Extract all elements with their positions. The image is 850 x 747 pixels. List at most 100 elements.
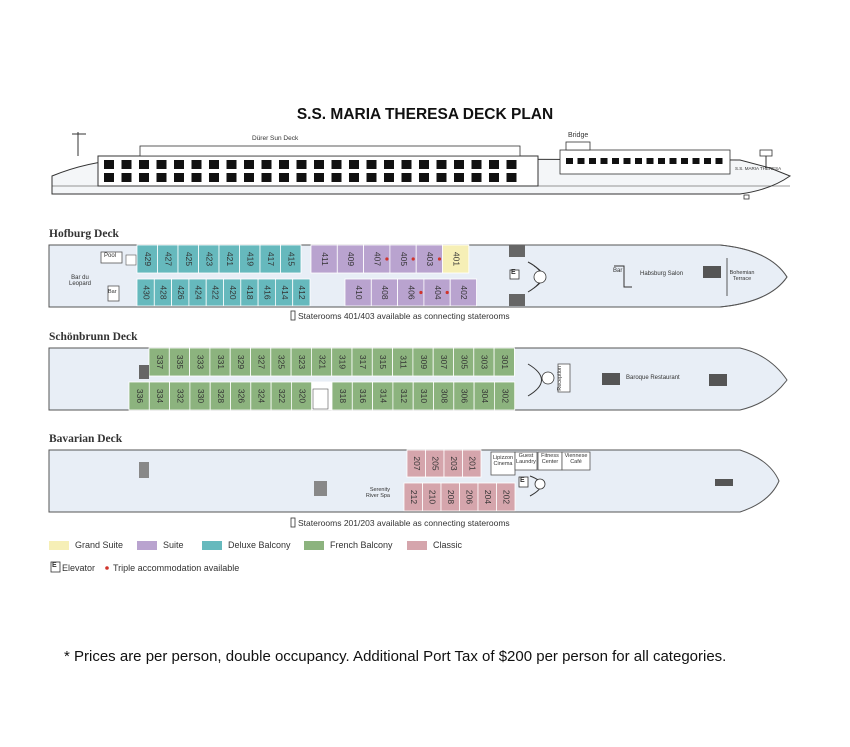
stateroom-401: 401: [442, 244, 470, 274]
ship-window: [623, 158, 631, 164]
ship-window: [296, 160, 307, 169]
stateroom-number: 207: [412, 456, 422, 470]
legend-grand-suite: Grand Suite: [75, 540, 124, 550]
ship-window: [209, 160, 219, 169]
stateroom-414: 414: [274, 278, 294, 307]
stateroom-422: 422: [205, 278, 224, 307]
ship-window: [174, 173, 184, 182]
ship-window: [156, 173, 167, 182]
stateroom-212: 212: [403, 482, 423, 512]
stateroom-number: 320: [297, 389, 307, 403]
stateroom-number: 421: [225, 252, 235, 266]
stateroom-314: 314: [372, 381, 394, 411]
stateroom-420: 420: [223, 278, 242, 307]
ship-window: [436, 160, 447, 169]
stateroom-202: 202: [496, 482, 516, 512]
stateroom-number: 205: [431, 456, 441, 470]
connecting-icon: [290, 517, 296, 528]
stateroom-210: 210: [422, 482, 442, 512]
bridge-label: Bridge: [568, 132, 589, 139]
stateroom-424: 424: [188, 278, 207, 307]
ship-window: [279, 173, 289, 182]
ship-window: [454, 173, 464, 182]
ship-window: [209, 173, 219, 182]
ship-window: [401, 173, 412, 182]
bar-box: [107, 285, 120, 302]
stateroom-418: 418: [240, 278, 259, 307]
ship-window: [506, 173, 517, 182]
ship-window: [489, 160, 499, 169]
stateroom-329: 329: [229, 347, 251, 377]
stateroom-number: 418: [245, 285, 255, 299]
triple-dot: [419, 290, 423, 295]
stateroom-417: 417: [259, 244, 281, 274]
ship-window: [489, 173, 499, 182]
stateroom-411: 411: [310, 244, 338, 274]
stateroom-416: 416: [257, 278, 276, 307]
ship-window: [296, 173, 307, 182]
stateroom-326: 326: [230, 381, 252, 411]
stair-icon: [125, 254, 137, 266]
stateroom-number: 405: [399, 252, 409, 266]
stateroom-409: 409: [336, 244, 364, 274]
stateroom-406: 406: [397, 278, 425, 307]
ship-window: [692, 158, 700, 164]
stateroom-303: 303: [473, 347, 495, 377]
stateroom-310: 310: [412, 381, 434, 411]
stateroom-number: 337: [155, 355, 165, 369]
ship-window: [566, 158, 573, 164]
stateroom-number: 303: [480, 355, 490, 369]
ship-window: [331, 160, 342, 169]
ship-window: [156, 160, 167, 169]
stateroom-number: 410: [354, 285, 364, 299]
stateroom-number: 212: [409, 490, 419, 504]
stateroom-number: 417: [266, 252, 276, 266]
ship-window: [191, 173, 202, 182]
stateroom-308: 308: [433, 381, 455, 411]
stateroom-number: 411: [320, 252, 330, 266]
stateroom-number: 408: [380, 285, 390, 299]
stair-icon: [602, 373, 620, 385]
stateroom-number: 423: [205, 252, 215, 266]
stateroom-number: 312: [399, 389, 409, 403]
ship-name-label: S.S. MARIA THERESA: [735, 166, 782, 171]
ship-window: [139, 173, 149, 182]
sun-deck-label: Dürer Sun Deck: [252, 135, 299, 142]
stateroom-333: 333: [189, 347, 211, 377]
stateroom-405: 405: [389, 244, 417, 274]
stateroom-number: 329: [236, 355, 246, 369]
stateroom-408: 408: [370, 278, 398, 307]
legend-french-balcony: French Balcony: [330, 540, 393, 550]
ship-window: [419, 173, 429, 182]
stateroom-number: 322: [277, 389, 287, 403]
page-title: S.S. MARIA THERESA DECK PLAN: [296, 106, 554, 123]
bar2-label: Bar: [613, 268, 623, 274]
hofburg-features: [100, 245, 728, 306]
ship-window: [191, 160, 202, 169]
stair-icon: [312, 388, 329, 410]
stateroom-number: 426: [176, 285, 186, 299]
deck-label-hofburg: Hofburg Deck: [49, 228, 119, 240]
stateroom-317: 317: [351, 347, 373, 377]
stateroom-201: 201: [462, 449, 482, 478]
stateroom-402: 402: [449, 278, 477, 307]
elevator-icon: [518, 476, 529, 488]
ship-profile: [51, 132, 792, 200]
stateroom-426: 426: [171, 278, 190, 307]
stateroom-number: 424: [193, 285, 203, 299]
stair-icon: [509, 294, 525, 306]
legend-swatch-french-balcony: [304, 541, 324, 550]
baroque-restaurant-label: Baroque Restaurant: [626, 375, 680, 381]
elevator-label: E: [511, 269, 516, 276]
ship-window: [104, 160, 114, 169]
ship-window: [366, 160, 377, 169]
stateroom-number: 332: [176, 389, 186, 403]
stateroom-206: 206: [459, 482, 479, 512]
legend-classic: Classic: [433, 540, 463, 550]
stateroom-number: 203: [449, 456, 459, 470]
triple-dot: [385, 257, 389, 261]
stateroom-number: 310: [419, 389, 429, 403]
stateroom-301: 301: [493, 347, 515, 377]
